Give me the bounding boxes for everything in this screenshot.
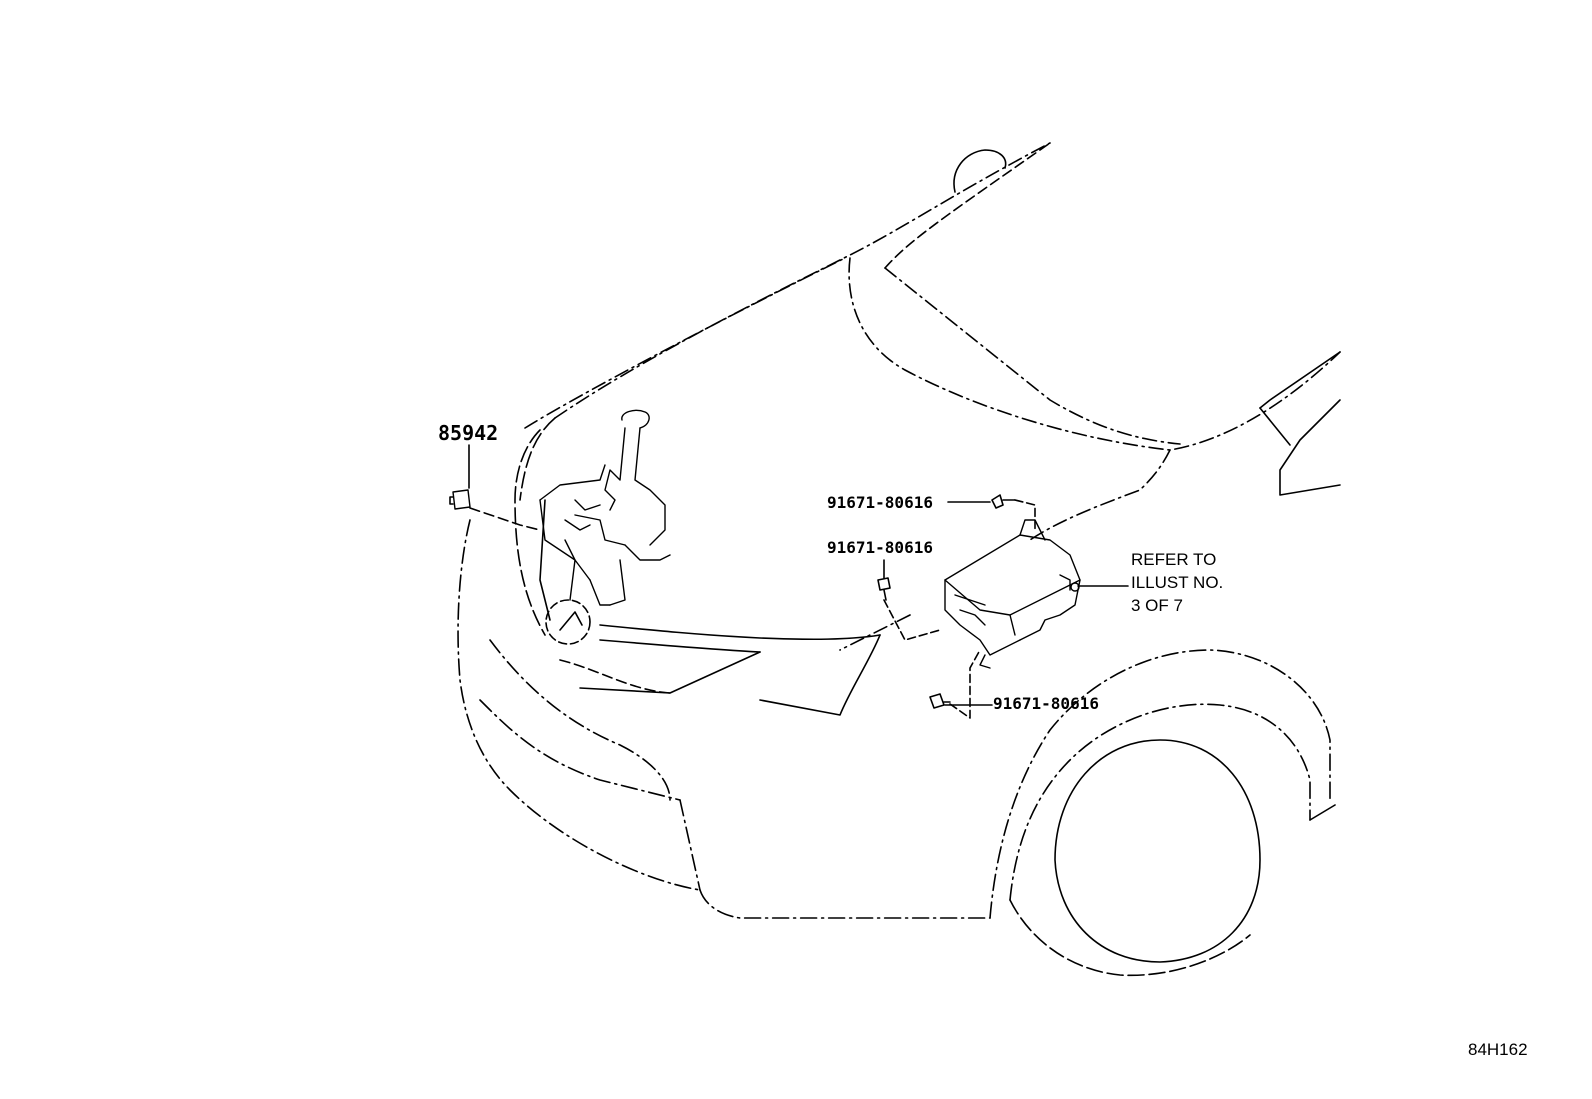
part-number-bolt-middle[interactable]: 91671-80616 — [827, 538, 933, 557]
bolt-upper — [947, 494, 1036, 531]
part-number-85942[interactable]: 85942 — [438, 421, 499, 445]
bolt-middle — [877, 559, 941, 641]
windshield-outline — [1259, 351, 1341, 496]
control-module — [944, 519, 1081, 669]
hood-outline — [524, 142, 1341, 451]
headlamp-area — [539, 499, 881, 716]
fender-outline — [839, 449, 1171, 651]
note-line-3: 3 OF 7 — [1131, 596, 1183, 615]
part-number-bolt-upper[interactable]: 91671-80616 — [827, 493, 933, 512]
illustration-code: 84H162 — [1468, 1040, 1528, 1059]
wheel-arch — [989, 649, 1331, 919]
mirror-outline — [953, 149, 1007, 193]
note-line-2: ILLUST NO. — [1131, 573, 1224, 592]
washer-reservoir — [539, 409, 671, 606]
refer-to-note[interactable]: REFER TO ILLUST NO. 3 OF 7 — [1131, 548, 1223, 617]
note-line-1: REFER TO — [1131, 550, 1217, 569]
front-bumper-outline — [457, 519, 991, 919]
washer-pump — [545, 599, 591, 645]
bolt-lower — [929, 649, 993, 719]
hood-front-edge — [514, 417, 556, 636]
front-wheel — [1009, 739, 1336, 977]
part-85942-connector — [449, 444, 541, 531]
part-number-bolt-lower[interactable]: 91671-80616 — [993, 694, 1099, 713]
